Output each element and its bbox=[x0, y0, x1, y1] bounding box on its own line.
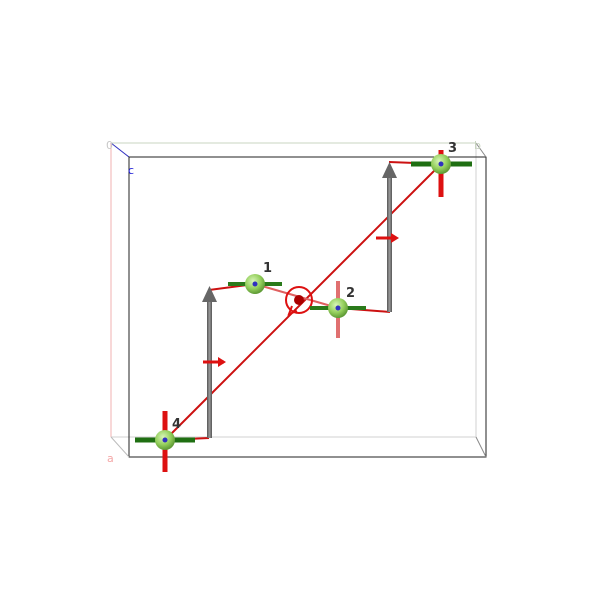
atom-4[interactable]: 4 bbox=[135, 411, 195, 472]
axis-label-b: b bbox=[474, 139, 481, 152]
atom-center-dot bbox=[335, 305, 341, 311]
spin-arrow-head bbox=[382, 162, 397, 178]
spin-arrows bbox=[202, 162, 397, 438]
atom-1[interactable]: 1 bbox=[228, 261, 282, 294]
atom-center-dot bbox=[252, 281, 258, 287]
atom-2[interactable]: 2 bbox=[310, 281, 366, 338]
direction-markers bbox=[203, 233, 399, 367]
spin-arrow-shaft bbox=[387, 178, 392, 312]
cell-front-face bbox=[128, 156, 487, 458]
cell-edge bbox=[110, 436, 130, 458]
axis-label-c: c bbox=[128, 164, 134, 177]
atom-center-dot bbox=[438, 161, 444, 167]
cell-edge-c-axis bbox=[110, 142, 130, 158]
rotation-center-icon bbox=[285, 286, 313, 316]
atom-label: 3 bbox=[448, 141, 457, 156]
spin-arrow-head bbox=[202, 286, 217, 302]
cell-edge bbox=[475, 436, 487, 458]
atom-label: 4 bbox=[172, 417, 181, 432]
atom-label: 2 bbox=[346, 286, 355, 301]
small-arrow-icon bbox=[218, 357, 226, 367]
axis-label-a: a bbox=[107, 452, 114, 465]
spin-arrow-shaft bbox=[207, 302, 212, 438]
small-arrow-icon bbox=[391, 233, 399, 243]
atom-3[interactable]: 3 bbox=[411, 141, 472, 197]
origin-label: 0 bbox=[106, 139, 113, 152]
atom-center-dot bbox=[162, 437, 168, 443]
atom-label: 1 bbox=[263, 261, 272, 276]
cell-edge bbox=[475, 142, 487, 158]
